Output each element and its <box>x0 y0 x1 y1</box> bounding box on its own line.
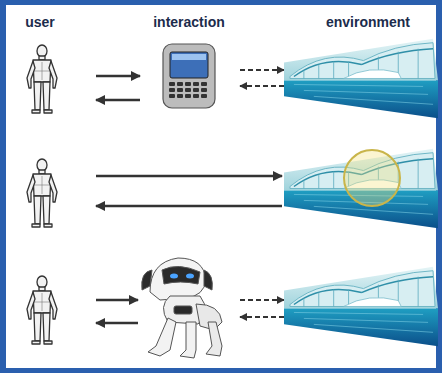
arrow <box>96 75 140 78</box>
user-figure <box>27 159 57 227</box>
column-heading: environment <box>326 14 410 30</box>
column-heading: user <box>25 14 55 30</box>
dashed-arrow <box>240 316 284 318</box>
environment-picture <box>284 267 438 346</box>
environment-picture <box>284 39 438 118</box>
user-figure <box>27 276 57 344</box>
column-heading: interaction <box>153 14 225 30</box>
environment-picture <box>284 149 438 228</box>
arrow <box>96 299 138 302</box>
dashed-arrow <box>240 85 284 87</box>
robot-dog <box>142 258 222 358</box>
dashed-arrow <box>240 299 284 301</box>
phone-device <box>163 44 215 108</box>
focus-circle <box>344 150 400 206</box>
dashed-arrow <box>240 69 284 71</box>
arrow <box>96 205 282 208</box>
arrow <box>96 175 282 178</box>
arrow <box>96 99 140 102</box>
user-figure <box>27 45 57 113</box>
arrow <box>96 322 138 325</box>
